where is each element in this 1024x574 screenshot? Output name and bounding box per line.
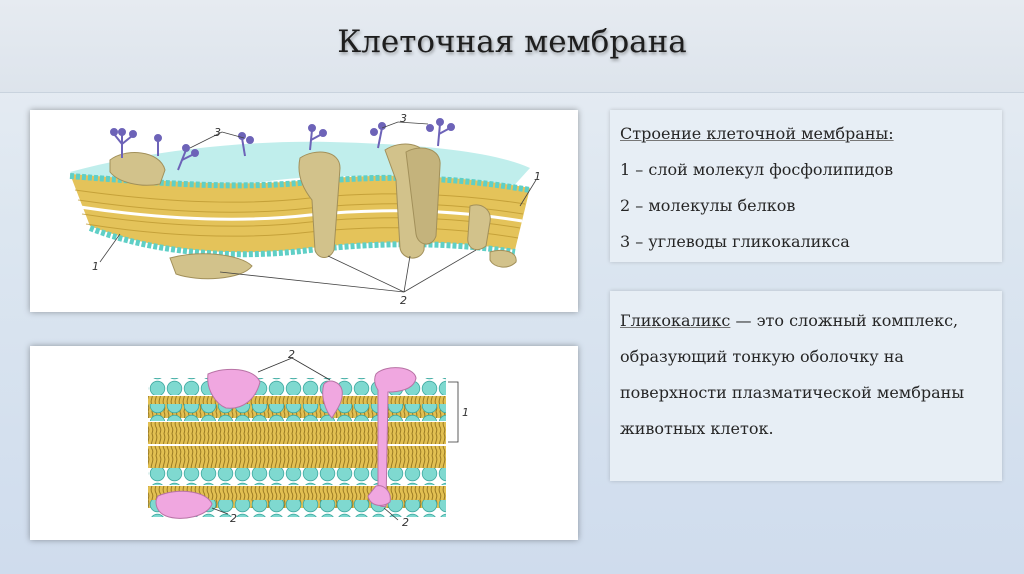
- fig1-label-1b: 1: [534, 170, 541, 183]
- structure-heading: Строение клеточной мембраны:: [620, 124, 894, 143]
- membrane-3d-illustration: 3 3 1 1 2: [69, 112, 541, 307]
- page-title: Клеточная мембрана: [337, 24, 687, 60]
- definition-text: — это сложный комплекс, образующий тонку…: [620, 311, 965, 438]
- fig1-label-3b: 3: [400, 112, 407, 125]
- membrane-3d-figure: 3 3 1 1 2: [30, 110, 578, 312]
- structure-item-3: 3 – углеводы гликокаликса: [620, 232, 850, 251]
- structure-item-2: 2 – молекулы белков: [620, 196, 796, 215]
- fig1-label-3a: 3: [214, 126, 221, 139]
- fig2-label-2-top: 2: [288, 348, 295, 361]
- fig1-label-1a: 1: [92, 260, 99, 273]
- membrane-section-figure: 2 1 2 2: [30, 346, 578, 540]
- structure-box: Строение клеточной мембраны: 1 – слой мо…: [610, 110, 1002, 262]
- fig2-label-2-right: 2: [402, 516, 409, 529]
- fig2-label-1: 1: [462, 406, 469, 419]
- fig1-label-2: 2: [400, 294, 407, 307]
- title-band: [0, 0, 1024, 93]
- definition-paragraph: Гликокаликс — это сложный комплекс, обра…: [620, 303, 990, 447]
- definition-term: Гликокаликс: [620, 311, 731, 330]
- definition-box: Гликокаликс — это сложный комплекс, обра…: [610, 291, 1002, 481]
- membrane-section-illustration: 2 1 2 2: [148, 348, 469, 529]
- structure-item-1: 1 – слой молекул фосфолипидов: [620, 160, 894, 179]
- fig2-label-2-left: 2: [230, 512, 237, 525]
